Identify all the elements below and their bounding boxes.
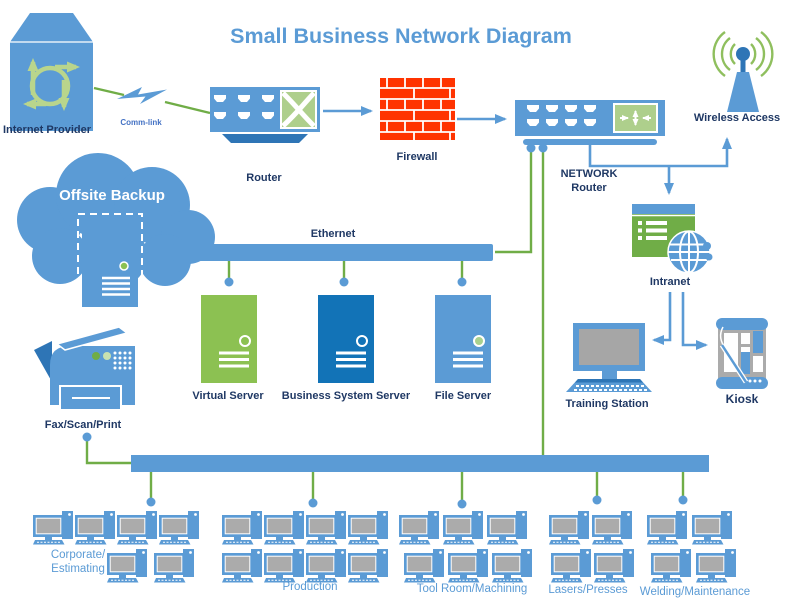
connector-fax-bar bbox=[85, 441, 131, 465]
workstation-computer-welding-maintenance bbox=[650, 548, 692, 583]
junction-dot bbox=[457, 499, 467, 509]
network-router-label-line2: Router bbox=[571, 182, 607, 194]
workstation-computer-production bbox=[305, 548, 347, 583]
workstation-computer-production bbox=[263, 510, 305, 545]
network-router-icon bbox=[515, 100, 665, 145]
workstation-computer-corporate-estimating bbox=[153, 548, 195, 583]
ethernet-label: Ethernet bbox=[310, 228, 356, 240]
workstation-computer-lasers-presses bbox=[591, 510, 633, 545]
workstation-computer-welding-maintenance bbox=[695, 548, 737, 583]
globe-icon bbox=[667, 230, 713, 274]
business-system-server-icon bbox=[318, 295, 374, 383]
file-server-icon bbox=[435, 295, 491, 383]
internet-provider-label: Internet Provider bbox=[2, 124, 92, 136]
comm-link-label: Comm-link bbox=[120, 118, 162, 127]
workstation-computer-production bbox=[347, 510, 389, 545]
junction-dot bbox=[224, 277, 234, 287]
workstation-computer-production bbox=[347, 548, 389, 583]
internet-provider-icon bbox=[10, 13, 93, 131]
junction-dot bbox=[457, 277, 467, 287]
network-router-label-line1: NETWORK bbox=[560, 168, 618, 180]
junction-dot bbox=[678, 495, 688, 505]
junction-dot bbox=[146, 497, 156, 507]
workstation-computer-tool-room-machining bbox=[403, 548, 445, 583]
workstation-computer-production bbox=[305, 510, 347, 545]
group-label-lasers: Lasers/Presses bbox=[548, 584, 628, 596]
training-station-icon bbox=[566, 323, 652, 392]
kiosk-icon bbox=[716, 318, 768, 389]
workstation-computer-corporate-estimating bbox=[32, 510, 74, 545]
workstation-computers bbox=[32, 510, 737, 583]
fax-scan-print-icon bbox=[34, 326, 135, 411]
firewall-icon bbox=[380, 78, 455, 140]
offsite-backup-label: Offsite Backup bbox=[59, 187, 165, 204]
workstation-computer-corporate-estimating bbox=[106, 548, 148, 583]
router-label: Router bbox=[246, 172, 282, 184]
connector-networkrouter-ethernet bbox=[495, 152, 533, 254]
junction-dot bbox=[82, 432, 92, 442]
wireless-access-label: Wireless Access bbox=[693, 112, 781, 124]
workstation-computer-lasers-presses bbox=[550, 548, 592, 583]
workstation-computer-production bbox=[263, 548, 305, 583]
offsite-backup-icon bbox=[17, 153, 215, 307]
backup-server-tower bbox=[82, 218, 138, 307]
junction-dot bbox=[592, 495, 602, 505]
group-label-corporate-line1: Corporate/ bbox=[50, 549, 106, 561]
junction-dot bbox=[526, 143, 536, 153]
workstation-computer-lasers-presses bbox=[593, 548, 635, 583]
group-label-corporate-line2: Estimating bbox=[51, 563, 105, 575]
virtual-server-icon bbox=[201, 295, 257, 383]
comm-link-icon bbox=[117, 87, 167, 104]
workstation-computer-tool-room-machining bbox=[442, 510, 484, 545]
connector-intranet-kiosk bbox=[681, 292, 708, 350]
group-label-welding: Welding/Maintenance bbox=[639, 586, 751, 598]
workstation-computer-production bbox=[221, 548, 263, 583]
connector-networkrouter-wireless bbox=[588, 137, 732, 168]
shopfloor-bus-bar bbox=[131, 455, 709, 472]
group-label-tool-room: Tool Room/Machining bbox=[416, 583, 528, 595]
wireless-access-icon bbox=[712, 31, 774, 112]
virtual-server-label: Virtual Server bbox=[192, 390, 264, 402]
page-title: Small Business Network Diagram bbox=[230, 24, 572, 48]
junction-dot bbox=[339, 277, 349, 287]
firewall-label: Firewall bbox=[396, 151, 438, 163]
junction-dot bbox=[538, 143, 548, 153]
workstation-computer-tool-room-machining bbox=[447, 548, 489, 583]
training-station-label: Training Station bbox=[565, 398, 649, 410]
intranet-label: Intranet bbox=[649, 276, 691, 288]
router-icon bbox=[210, 87, 320, 143]
connector-isp-commlink bbox=[93, 86, 125, 97]
connector-commlink-router bbox=[164, 100, 211, 115]
group-label-production: Production bbox=[282, 581, 338, 593]
kiosk-label: Kiosk bbox=[725, 392, 759, 406]
workstation-computer-tool-room-machining bbox=[486, 510, 528, 545]
workstation-computer-production bbox=[221, 510, 263, 545]
workstation-computer-lasers-presses bbox=[548, 510, 590, 545]
junction-dot bbox=[308, 498, 318, 508]
business-system-server-label: Business System Server bbox=[281, 390, 411, 402]
workstation-computer-corporate-estimating bbox=[116, 510, 158, 545]
intranet-icon bbox=[632, 204, 713, 274]
workstation-computer-tool-room-machining bbox=[398, 510, 440, 545]
workstation-computer-welding-maintenance bbox=[646, 510, 688, 545]
fax-scan-print-label: Fax/Scan/Print bbox=[44, 419, 122, 431]
workstation-computer-corporate-estimating bbox=[158, 510, 200, 545]
file-server-label: File Server bbox=[434, 390, 492, 402]
connector-intranet-training bbox=[652, 292, 672, 345]
ethernet-bus-bar bbox=[173, 244, 493, 261]
workstation-computer-corporate-estimating bbox=[74, 510, 116, 545]
workstation-computer-tool-room-machining bbox=[491, 548, 533, 583]
workstation-computer-welding-maintenance bbox=[691, 510, 733, 545]
